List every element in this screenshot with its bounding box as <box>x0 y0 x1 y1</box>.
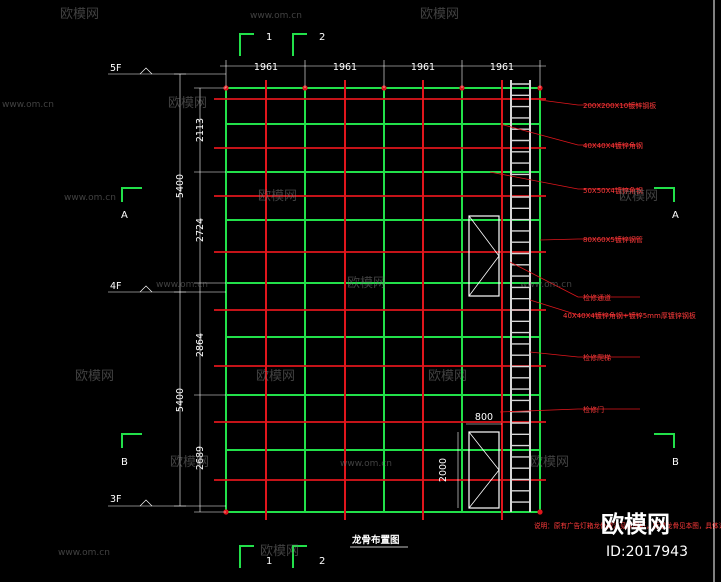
callout-leader <box>539 238 640 241</box>
opening-height-dim: 2000 <box>438 458 449 482</box>
annotations <box>108 0 715 582</box>
floor-height-dim-2: 5400 <box>175 388 186 412</box>
watermark-brand: 欧模网 <box>260 544 299 559</box>
callout-angle-50: 50X50X4镀锌角钢 <box>583 186 643 195</box>
watermark-big-brand: 欧模网 <box>601 512 670 538</box>
watermark-brand: 欧模网 <box>60 7 99 22</box>
watermark-site: www.om.cn <box>250 11 302 21</box>
axis-top-2: 2 <box>319 32 325 43</box>
watermark-brand: 欧模网 <box>256 369 295 384</box>
floor-3f: 3F <box>110 494 122 505</box>
maintenance-ladder <box>510 80 531 512</box>
left-dim-4: 2689 <box>195 446 206 470</box>
axis-bracket <box>292 545 307 568</box>
level-marker <box>139 67 153 75</box>
callout-leader <box>539 99 640 106</box>
watermark-brand: 欧模网 <box>428 369 467 384</box>
axis-bracket <box>292 33 307 56</box>
door-swing-mark <box>468 431 500 509</box>
drawing-title: 龙骨布置图 <box>351 534 400 546</box>
watermark-site: www.om.cn <box>58 548 110 558</box>
watermark-site: www.om.cn <box>156 280 208 290</box>
callout-leader <box>509 261 640 298</box>
watermark-brand: 欧模网 <box>170 455 209 470</box>
watermark-brand: 欧模网 <box>420 7 459 22</box>
drawing-note: 说明：原有广告灯箱龙骨做法见原图纸，新增龙骨见本图，具体详见龙骨布置详图，施工时… <box>534 521 721 530</box>
level-marker <box>139 285 153 293</box>
callout-angle-40: 40X40X4镀锌角钢 <box>583 141 643 150</box>
section-right-a: A <box>672 210 679 221</box>
watermark-brand: 欧模网 <box>619 189 658 204</box>
callout-angle-plate: 40X40X4镀锌角钢+镀锌5mm厚镀锌钢板 <box>563 311 696 320</box>
floor-5f: 5F <box>110 63 122 74</box>
opening-width-dim: 800 <box>475 412 493 423</box>
access-door-lower <box>468 431 500 509</box>
anchor-plate <box>537 509 543 515</box>
watermark-site: www.om.cn <box>520 280 572 290</box>
watermark-brand: 欧模网 <box>347 276 386 291</box>
section-left-b: B <box>121 457 128 468</box>
column-dim-2: 1961 <box>333 62 357 73</box>
floor-4f: 4F <box>110 281 122 292</box>
watermark-site: www.om.cn <box>64 193 116 203</box>
callout-access-door: 检修门 <box>583 405 604 414</box>
axis-bracket <box>239 545 254 568</box>
axis-bottom-2: 2 <box>319 556 325 567</box>
column-dim-1: 1961 <box>254 62 278 73</box>
axis-top-1: 1 <box>266 32 272 43</box>
door-swing-mark <box>468 215 500 297</box>
section-bracket-right <box>654 433 675 448</box>
left-dim-3: 2864 <box>195 333 206 357</box>
callout-access-passage: 检修通道 <box>583 293 611 302</box>
floor-height-dim-1: 5400 <box>175 174 186 198</box>
callout-leader <box>529 299 640 316</box>
watermark-site: www.om.cn <box>2 100 54 110</box>
callout-leader <box>489 171 640 190</box>
watermark-brand: 欧模网 <box>75 369 114 384</box>
callout-ladder: 检修爬梯 <box>583 353 611 362</box>
section-right-b: B <box>672 457 679 468</box>
watermark-id: ID:2017943 <box>606 544 688 560</box>
section-left-a: A <box>121 210 128 221</box>
watermark-site: www.om.cn <box>340 459 392 469</box>
callout-steel-tube: 80X60X5镀锌钢管 <box>583 235 643 244</box>
left-dim-1: 2113 <box>195 118 206 142</box>
column-dim-3: 1961 <box>411 62 435 73</box>
watermark-brand: 欧模网 <box>168 96 207 111</box>
section-bracket-left <box>121 187 142 202</box>
column-dim-4: 1961 <box>490 62 514 73</box>
axis-bottom-1: 1 <box>266 556 272 567</box>
callout-leader <box>499 123 640 146</box>
section-bracket-right <box>654 187 675 202</box>
axis-bracket <box>239 33 254 56</box>
section-bracket-left <box>121 433 142 448</box>
watermark-brand: 欧模网 <box>530 455 569 470</box>
callout-leader <box>499 408 640 413</box>
callout-steel-plate: 200X200X10镀锌钢板 <box>583 101 656 110</box>
level-marker <box>139 499 153 507</box>
steel-frame <box>214 80 546 520</box>
watermark-brand: 欧模网 <box>258 189 297 204</box>
callout-leader <box>529 351 640 358</box>
left-dim-2: 2724 <box>195 218 206 242</box>
